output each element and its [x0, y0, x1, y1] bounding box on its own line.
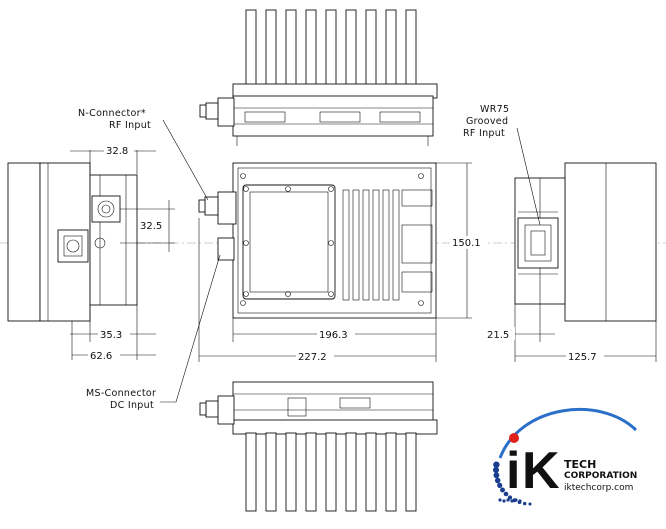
- dim-21-5: 21.5: [487, 330, 509, 341]
- front-view-fins: [342, 189, 400, 301]
- bottom-view: [199, 381, 438, 512]
- front-view: [198, 162, 437, 319]
- n-connector-sublabel: RF Input: [109, 120, 151, 131]
- dim-32-5: 32.5: [140, 221, 162, 232]
- right-side-view: [514, 162, 657, 322]
- callout-wr75: WR75 Grooved RF Input: [463, 104, 541, 226]
- logo-mark-i: i: [506, 442, 520, 500]
- logo-tech: TECH: [564, 458, 596, 471]
- dim-150-1: 150.1: [452, 238, 481, 249]
- top-view-heatsink-fins: [245, 9, 417, 86]
- bottom-view-heatsink-fins: [245, 432, 417, 512]
- dim-227-2: 227.2: [298, 352, 327, 363]
- dim-125-7: 125.7: [568, 352, 597, 363]
- logo-mark-k: K: [522, 442, 560, 500]
- dim-62-6: 62.6: [90, 351, 112, 362]
- iktech-logo: i K TECH CORPORATION iktechcorp.com: [492, 408, 637, 506]
- logo-dots: [492, 461, 532, 506]
- top-view: [199, 9, 438, 146]
- left-side-view: [7, 162, 138, 322]
- ms-connector-label: MS-Connector: [86, 388, 156, 399]
- n-connector-label: N-Connector*: [78, 108, 146, 119]
- ms-connector-sublabel: DC Input: [110, 400, 154, 411]
- wr75-grooved-label: Grooved: [466, 116, 508, 127]
- dim-196-3: 196.3: [319, 330, 348, 341]
- logo-corporation: CORPORATION: [564, 471, 637, 481]
- callout-n-connector: N-Connector* RF Input: [78, 108, 209, 201]
- wr75-label: WR75: [480, 104, 509, 115]
- dim-32-8: 32.8: [106, 146, 128, 157]
- wr75-rf-input-label: RF Input: [463, 128, 505, 139]
- logo-url: iktechcorp.com: [564, 483, 633, 493]
- callout-ms-connector: MS-Connector DC Input: [86, 254, 221, 411]
- dim-35-3: 35.3: [100, 330, 122, 341]
- cover-screws: [240, 173, 424, 306]
